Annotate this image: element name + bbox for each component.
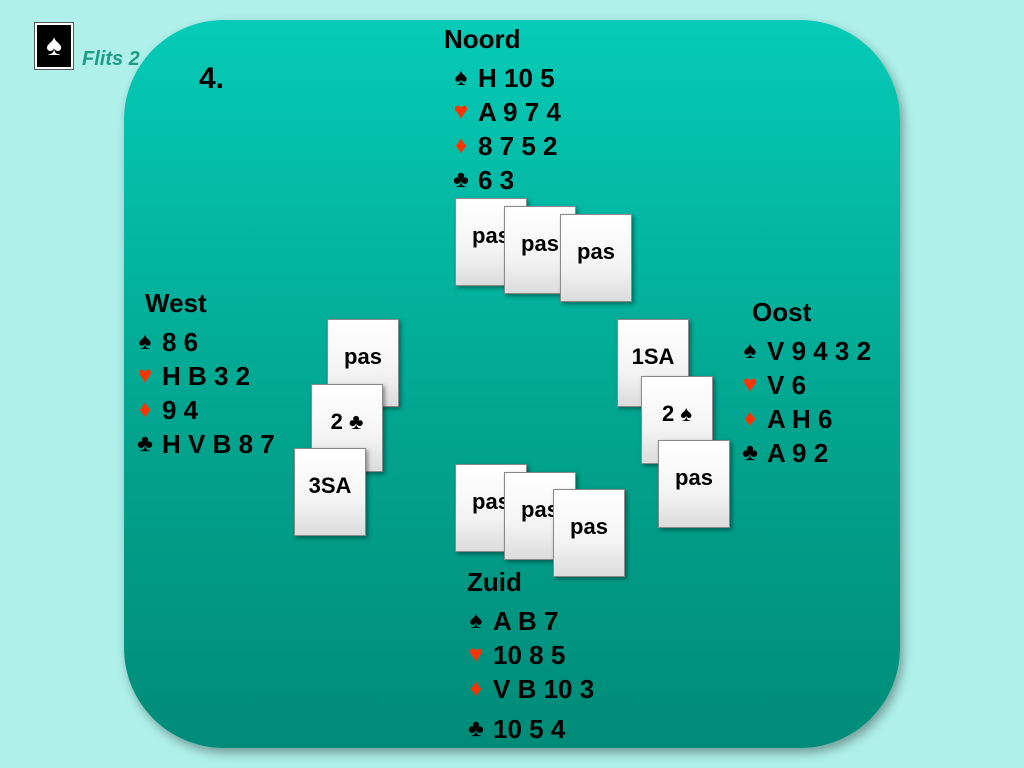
south-diamonds: V B 10 3 bbox=[493, 673, 595, 704]
north-name: Noord bbox=[444, 24, 521, 54]
south-hearts: 10 8 5 bbox=[493, 639, 566, 670]
heart-icon: ♥ bbox=[453, 98, 469, 125]
south-clubs: 10 5 4 bbox=[493, 713, 566, 744]
diamond-icon: ♦ bbox=[469, 675, 483, 702]
diamond-icon: ♦ bbox=[454, 132, 468, 159]
club-icon: ♣ bbox=[453, 166, 469, 193]
club-icon: ♣ bbox=[742, 439, 758, 466]
south-name: Zuid bbox=[467, 567, 522, 597]
club-icon: ♣ bbox=[137, 430, 153, 457]
north-diamonds: 8 7 5 2 bbox=[478, 130, 558, 161]
north-hand: Noord ♠ H 10 5 ♥ A 9 7 4 ♦ 8 7 5 2 ♣ 6 3 bbox=[444, 24, 561, 197]
diamond-icon: ♦ bbox=[138, 396, 152, 423]
board-number: 4. bbox=[199, 62, 225, 95]
bid-card-west-3: 3SA bbox=[294, 448, 366, 536]
east-diamonds: A H 6 bbox=[767, 403, 833, 434]
north-clubs: 6 3 bbox=[478, 164, 515, 195]
north-spades: H 10 5 bbox=[478, 62, 555, 93]
bid-card-south-3: pas bbox=[553, 489, 625, 577]
north-hearts: A 9 7 4 bbox=[478, 96, 561, 127]
club-icon: ♣ bbox=[468, 715, 484, 742]
west-diamonds: 9 4 bbox=[162, 394, 199, 425]
card-table bbox=[124, 20, 900, 748]
west-hearts: H B 3 2 bbox=[162, 360, 251, 391]
heart-icon: ♥ bbox=[137, 362, 153, 389]
east-name: Oost bbox=[752, 297, 812, 327]
heart-icon: ♥ bbox=[742, 371, 758, 398]
spade-icon: ♠ bbox=[454, 64, 468, 91]
flits-label: Flits 2 bbox=[82, 48, 140, 70]
west-spades: 8 6 bbox=[162, 326, 199, 357]
spade-icon: ♠ bbox=[138, 328, 152, 355]
heart-icon: ♥ bbox=[468, 641, 484, 668]
west-hand: West ♠ 8 6 ♥ H B 3 2 ♦ 9 4 ♣ H V B 8 7 bbox=[132, 288, 275, 461]
spade-icon: ♠ bbox=[743, 337, 757, 364]
east-spades: V 9 4 3 2 bbox=[767, 335, 872, 366]
west-clubs: H V B 8 7 bbox=[162, 428, 275, 459]
spade-icon: ♠ bbox=[469, 607, 483, 634]
bid-card-north-3: pas bbox=[560, 214, 632, 302]
south-spades: A B 7 bbox=[493, 605, 559, 636]
south-hand: Zuid ♠ A B 7 ♥ 10 8 5 ♦ V B 10 3 ♣ 10 5 4 bbox=[463, 567, 594, 746]
bid-card-east-3: pas bbox=[658, 440, 730, 528]
east-clubs: A 9 2 bbox=[767, 437, 829, 468]
west-name: West bbox=[145, 288, 207, 318]
east-hand: Oost ♠ V 9 4 3 2 ♥ V 6 ♦ A H 6 ♣ A 9 2 bbox=[737, 297, 871, 470]
diamond-icon: ♦ bbox=[743, 405, 757, 432]
east-hearts: V 6 bbox=[767, 369, 807, 400]
spade-logo-icon: ♠ bbox=[34, 22, 74, 70]
